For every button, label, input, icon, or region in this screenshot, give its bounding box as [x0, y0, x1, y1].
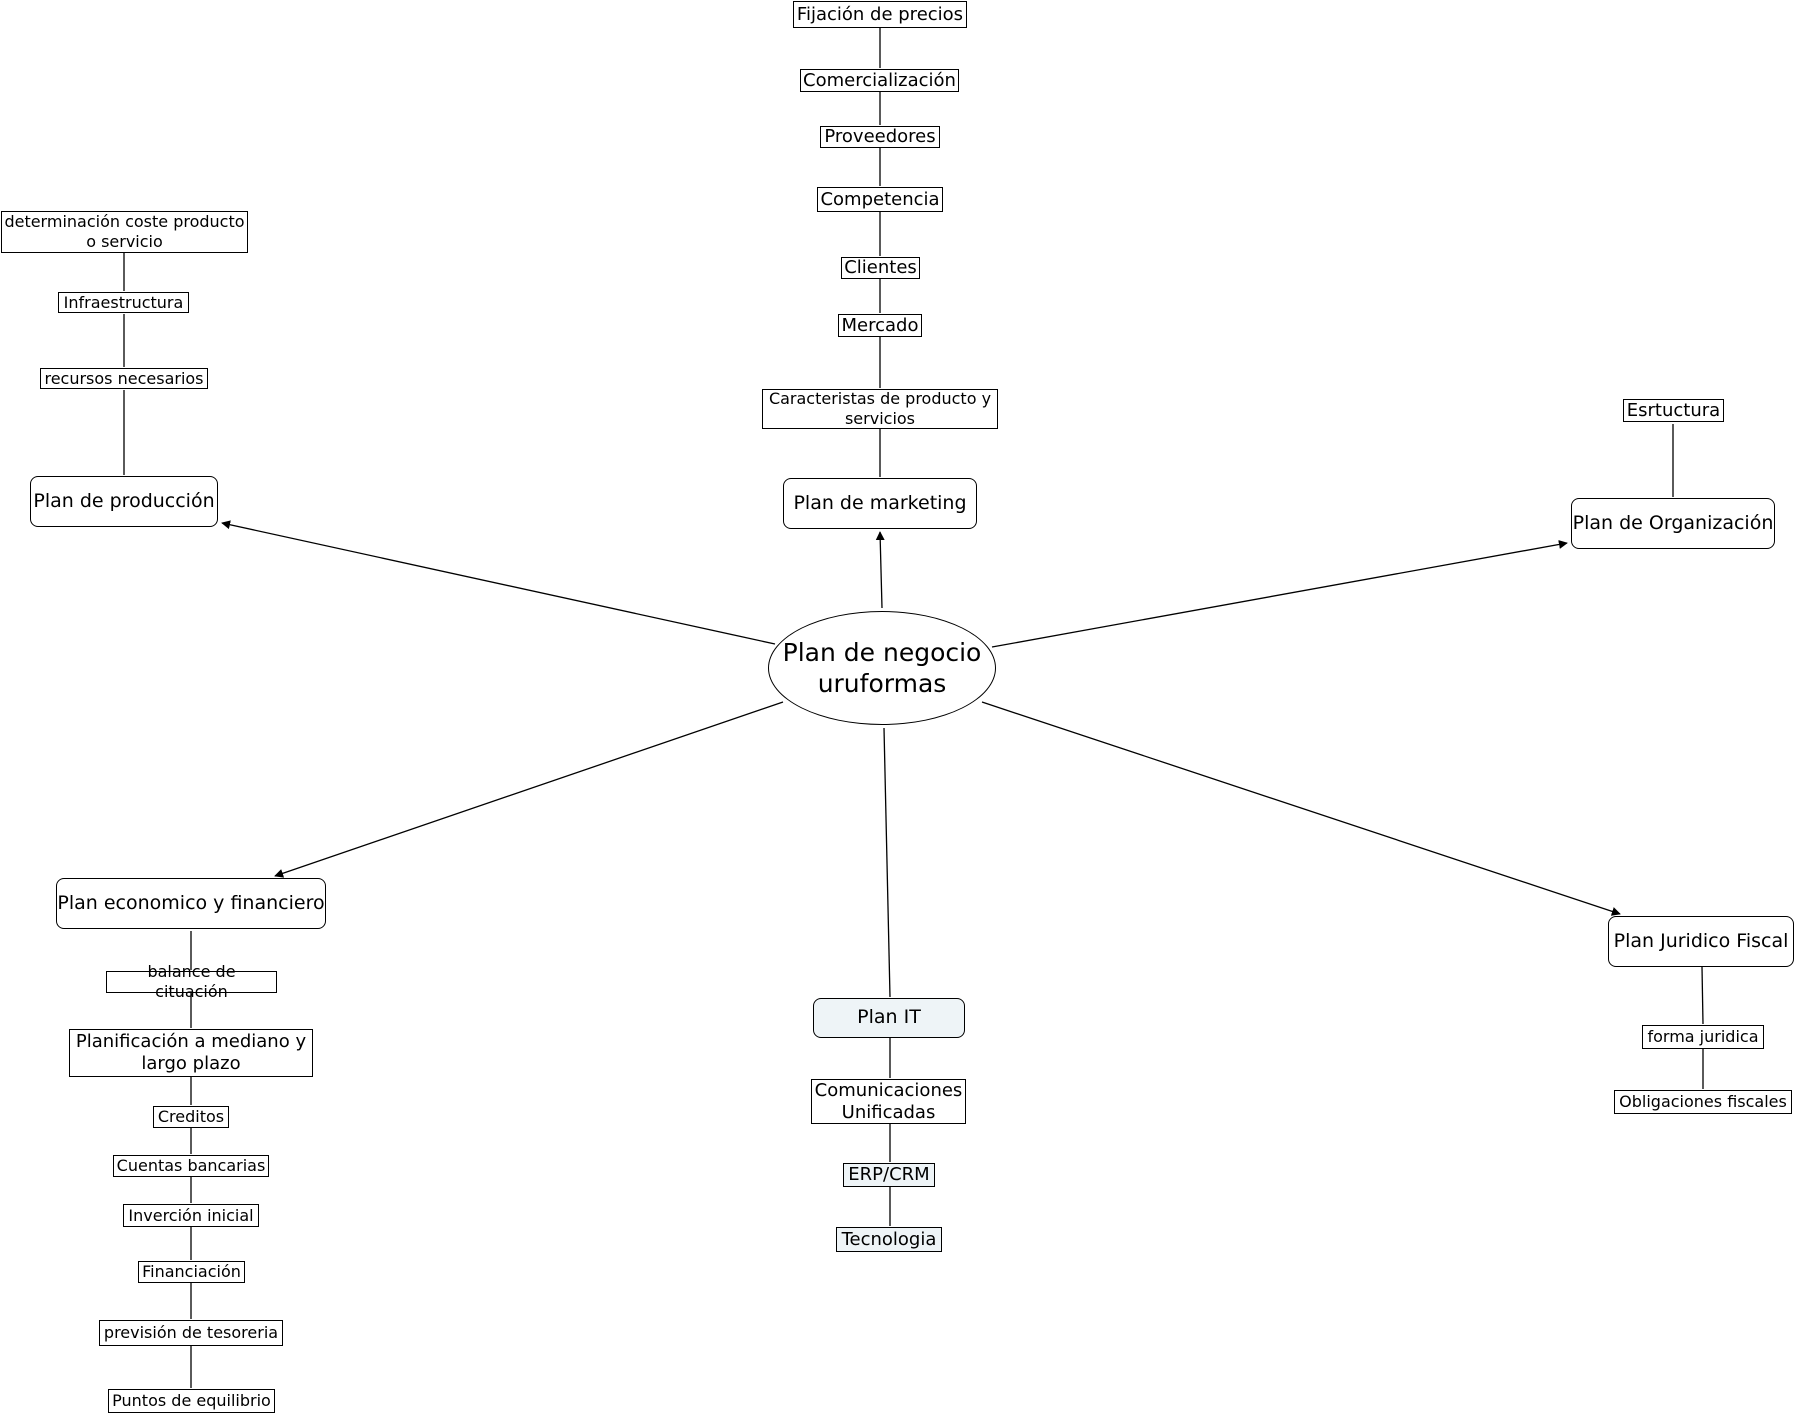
it-item-tecnologia[interactable]: Tecnologia — [836, 1227, 942, 1252]
economico-item-label: balance de cituación — [147, 962, 236, 1001]
marketing-item-label: Competencia — [820, 188, 940, 210]
arrow-to-economico — [274, 701, 784, 878]
it-label: Plan IT — [857, 1006, 921, 1029]
marketing-item-mercado[interactable]: Mercado — [838, 314, 922, 337]
economico-item-label: Creditos — [157, 1107, 225, 1127]
economico-item-creditos[interactable]: Creditos — [153, 1106, 229, 1128]
produccion-node[interactable]: Plan de producción — [30, 476, 218, 527]
organizacion-node[interactable]: Plan de Organización — [1571, 498, 1775, 549]
produccion-item-recursos[interactable]: recursos necesarios — [40, 368, 208, 389]
economico-item-label: Puntos de equilibrio — [112, 1391, 271, 1411]
marketing-item-label: Clientes — [844, 257, 917, 279]
line-to-it — [883, 727, 891, 998]
marketing-node[interactable]: Plan de marketing — [783, 478, 977, 529]
juridico-node[interactable]: Plan Juridico Fiscal — [1608, 916, 1794, 967]
economico-item-cuentas[interactable]: Cuentas bancarias — [113, 1155, 269, 1177]
it-item-label: Tecnologia — [841, 1228, 937, 1250]
economico-item-label: Financiación — [142, 1262, 241, 1282]
economico-item-label: Cuentas bancarias — [116, 1156, 266, 1176]
juridico-label: Plan Juridico Fiscal — [1613, 929, 1789, 952]
it-item-label: ERP/CRM — [848, 1164, 930, 1186]
marketing-item-label: Mercado — [841, 314, 919, 336]
arrow-to-produccion — [221, 520, 776, 645]
it-item-comunicaciones[interactable]: Comunicaciones Unificadas — [811, 1079, 966, 1124]
economico-label: Plan economico y financiero — [57, 891, 325, 914]
organizacion-label: Plan de Organización — [1572, 511, 1774, 534]
produccion-item-coste[interactable]: determinación coste producto o servicio — [1, 211, 248, 253]
center-label: Plan de negocio uruformas — [782, 637, 982, 698]
juridico-item-label: Obligaciones fiscales — [1619, 1092, 1787, 1112]
it-item-erp-crm[interactable]: ERP/CRM — [843, 1163, 935, 1187]
organizacion-item-label: Esrtuctura — [1626, 399, 1721, 421]
juridico-item-forma[interactable]: forma juridica — [1642, 1025, 1764, 1049]
arrow-to-organizacion — [991, 540, 1568, 648]
marketing-item-comercializacion[interactable]: Comercialización — [800, 69, 959, 92]
juridico-item-obligaciones[interactable]: Obligaciones fiscales — [1614, 1090, 1792, 1114]
economico-item-balance[interactable]: balance de cituación — [106, 962, 277, 1001]
economico-item-tesoreria[interactable]: previsión de tesoreria — [99, 1320, 283, 1346]
marketing-item-label: Caracteristas de producto y servicios — [768, 389, 992, 428]
marketing-label: Plan de marketing — [793, 491, 967, 514]
it-node[interactable]: Plan IT — [813, 998, 965, 1038]
organizacion-item-estructura[interactable]: Esrtuctura — [1623, 399, 1724, 422]
center-node[interactable]: Plan de negocio uruformas — [768, 611, 996, 725]
produccion-label: Plan de producción — [33, 489, 215, 512]
produccion-item-label: Infraestructura — [63, 292, 184, 312]
produccion-item-label: determinación coste producto o servicio — [4, 212, 245, 251]
economico-node[interactable]: Plan economico y financiero — [56, 878, 326, 929]
it-item-label: Comunicaciones Unificadas — [814, 1079, 963, 1123]
arrow-to-juridico — [981, 701, 1621, 916]
marketing-item-label: Proveedores — [824, 126, 936, 148]
marketing-item-caracteristicas[interactable]: Caracteristas de producto y servicios — [762, 389, 998, 429]
economico-item-planificacion[interactable]: Planificación a mediano y largo plazo — [69, 1029, 313, 1077]
economico-item-equilibrio[interactable]: Puntos de equilibrio — [108, 1389, 275, 1413]
economico-item-label: Planificación a mediano y largo plazo — [75, 1031, 307, 1074]
produccion-item-infraestructura[interactable]: Infraestructura — [58, 292, 189, 313]
economico-item-label: previsión de tesoreria — [103, 1323, 279, 1343]
economico-item-label: Inverción inicial — [128, 1205, 254, 1225]
marketing-item-proveedores[interactable]: Proveedores — [820, 126, 940, 148]
economico-item-financiacion[interactable]: Financiación — [138, 1261, 245, 1283]
juridico-item-label: forma juridica — [1647, 1027, 1759, 1047]
marketing-item-label: Fijación de precios — [796, 3, 964, 25]
marketing-item-clientes[interactable]: Clientes — [841, 257, 920, 279]
marketing-item-precios[interactable]: Fijación de precios — [793, 1, 967, 28]
economico-item-inversion[interactable]: Inverción inicial — [123, 1204, 259, 1227]
produccion-item-label: recursos necesarios — [44, 368, 204, 388]
marketing-item-label: Comercialización — [803, 69, 956, 91]
marketing-item-competencia[interactable]: Competencia — [817, 187, 943, 212]
arrow-to-marketing — [875, 531, 885, 609]
